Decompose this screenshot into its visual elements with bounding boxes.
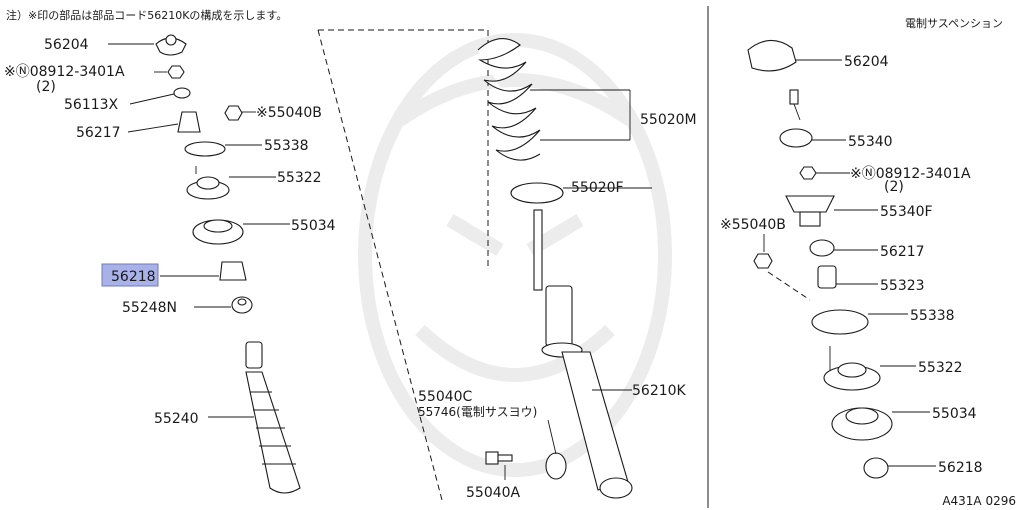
part-56218-right: 56218 bbox=[863, 457, 983, 479]
label-55338-right: 55338 bbox=[910, 308, 955, 324]
label-08912-right: ※Ⓝ08912-3401A bbox=[850, 166, 971, 182]
part-55340: 55340 bbox=[779, 89, 893, 150]
part-56217-right: 56217 bbox=[809, 239, 925, 260]
label-55040b-left: ※55040B bbox=[256, 105, 322, 121]
label-55040a: 55040A bbox=[466, 485, 521, 501]
label-56210k: 56210K bbox=[632, 383, 687, 399]
part-56113x: 56113X bbox=[64, 87, 191, 113]
part-55323: 55323 bbox=[817, 265, 925, 294]
label-55746: 55746(電制サスヨウ) bbox=[418, 405, 537, 419]
label-55323: 55323 bbox=[880, 278, 925, 294]
part-55746: 55040C 55746(電制サスヨウ) bbox=[418, 389, 567, 480]
label-55040b-right: ※55040B bbox=[720, 217, 786, 233]
label-55340f: 55340F bbox=[880, 204, 933, 220]
part-56210k-shock: 56210K bbox=[533, 209, 687, 499]
part-55340f: 55340F bbox=[785, 195, 933, 227]
label-56204-left: 56204 bbox=[44, 37, 89, 53]
label-56218-left[interactable]: 56218 bbox=[111, 269, 156, 285]
label-56217-left: 56217 bbox=[76, 125, 121, 141]
part-56204-left: 56204 bbox=[44, 34, 187, 56]
label-55322-right: 55322 bbox=[918, 360, 963, 376]
part-55040b-right: ※55040B bbox=[720, 217, 786, 269]
part-55040b-left: ※55040B bbox=[224, 105, 322, 121]
part-55020f-seat: 55020F bbox=[510, 180, 652, 204]
label-55248n: 55248N bbox=[122, 300, 177, 316]
label-55340: 55340 bbox=[848, 134, 893, 150]
label-55034-left: 55034 bbox=[291, 218, 336, 234]
part-56218-left: 56218 bbox=[101, 261, 247, 287]
drawing-code: A431A 0296 bbox=[942, 494, 1016, 508]
label-55020f: 55020F bbox=[571, 180, 624, 196]
part-55322-left: 55322 bbox=[186, 166, 322, 200]
label-56217-right: 56217 bbox=[880, 244, 925, 260]
part-55020m-spring: 55020M bbox=[477, 38, 697, 161]
label-08912-right-qty: (2) bbox=[884, 179, 904, 195]
part-55040a-bolt: 55040A bbox=[466, 451, 521, 501]
part-08912-right: ※Ⓝ08912-3401A (2) bbox=[799, 166, 971, 195]
label-56218-right: 56218 bbox=[938, 460, 983, 476]
part-56217-left: 56217 bbox=[76, 111, 201, 141]
part-55240: 55240 bbox=[154, 341, 301, 494]
part-55034-left: 55034 bbox=[192, 218, 336, 245]
highlight-56218 bbox=[101, 263, 159, 287]
part-55034-right: 55034 bbox=[831, 406, 977, 441]
label-08912-left-qty: (2) bbox=[36, 79, 56, 95]
label-55322-left: 55322 bbox=[277, 170, 322, 186]
part-08912-left: ※Ⓝ08912-3401A (2) bbox=[4, 64, 185, 95]
part-55322-right: 55322 bbox=[823, 346, 963, 391]
label-55040c: 55040C bbox=[418, 389, 473, 405]
label-55020m: 55020M bbox=[640, 112, 697, 128]
label-56113x: 56113X bbox=[64, 97, 119, 113]
part-55338-right: 55338 bbox=[767, 271, 955, 335]
label-55338-left: 55338 bbox=[264, 138, 309, 154]
label-08912-left: ※Ⓝ08912-3401A bbox=[4, 64, 125, 80]
note-text: 注）※印の部品は部品コード56210Kの構成を示します。 bbox=[6, 8, 287, 22]
label-55240: 55240 bbox=[154, 411, 199, 427]
section-title: 電制サスペンション bbox=[905, 17, 1003, 30]
label-55034-right: 55034 bbox=[932, 406, 977, 422]
part-55248n: 55248N bbox=[122, 296, 253, 316]
part-56204-right: 56204 bbox=[747, 39, 889, 72]
label-56204-right: 56204 bbox=[844, 54, 889, 70]
assembly-outline bbox=[317, 29, 489, 501]
part-55338-left: 55338 bbox=[184, 138, 309, 157]
